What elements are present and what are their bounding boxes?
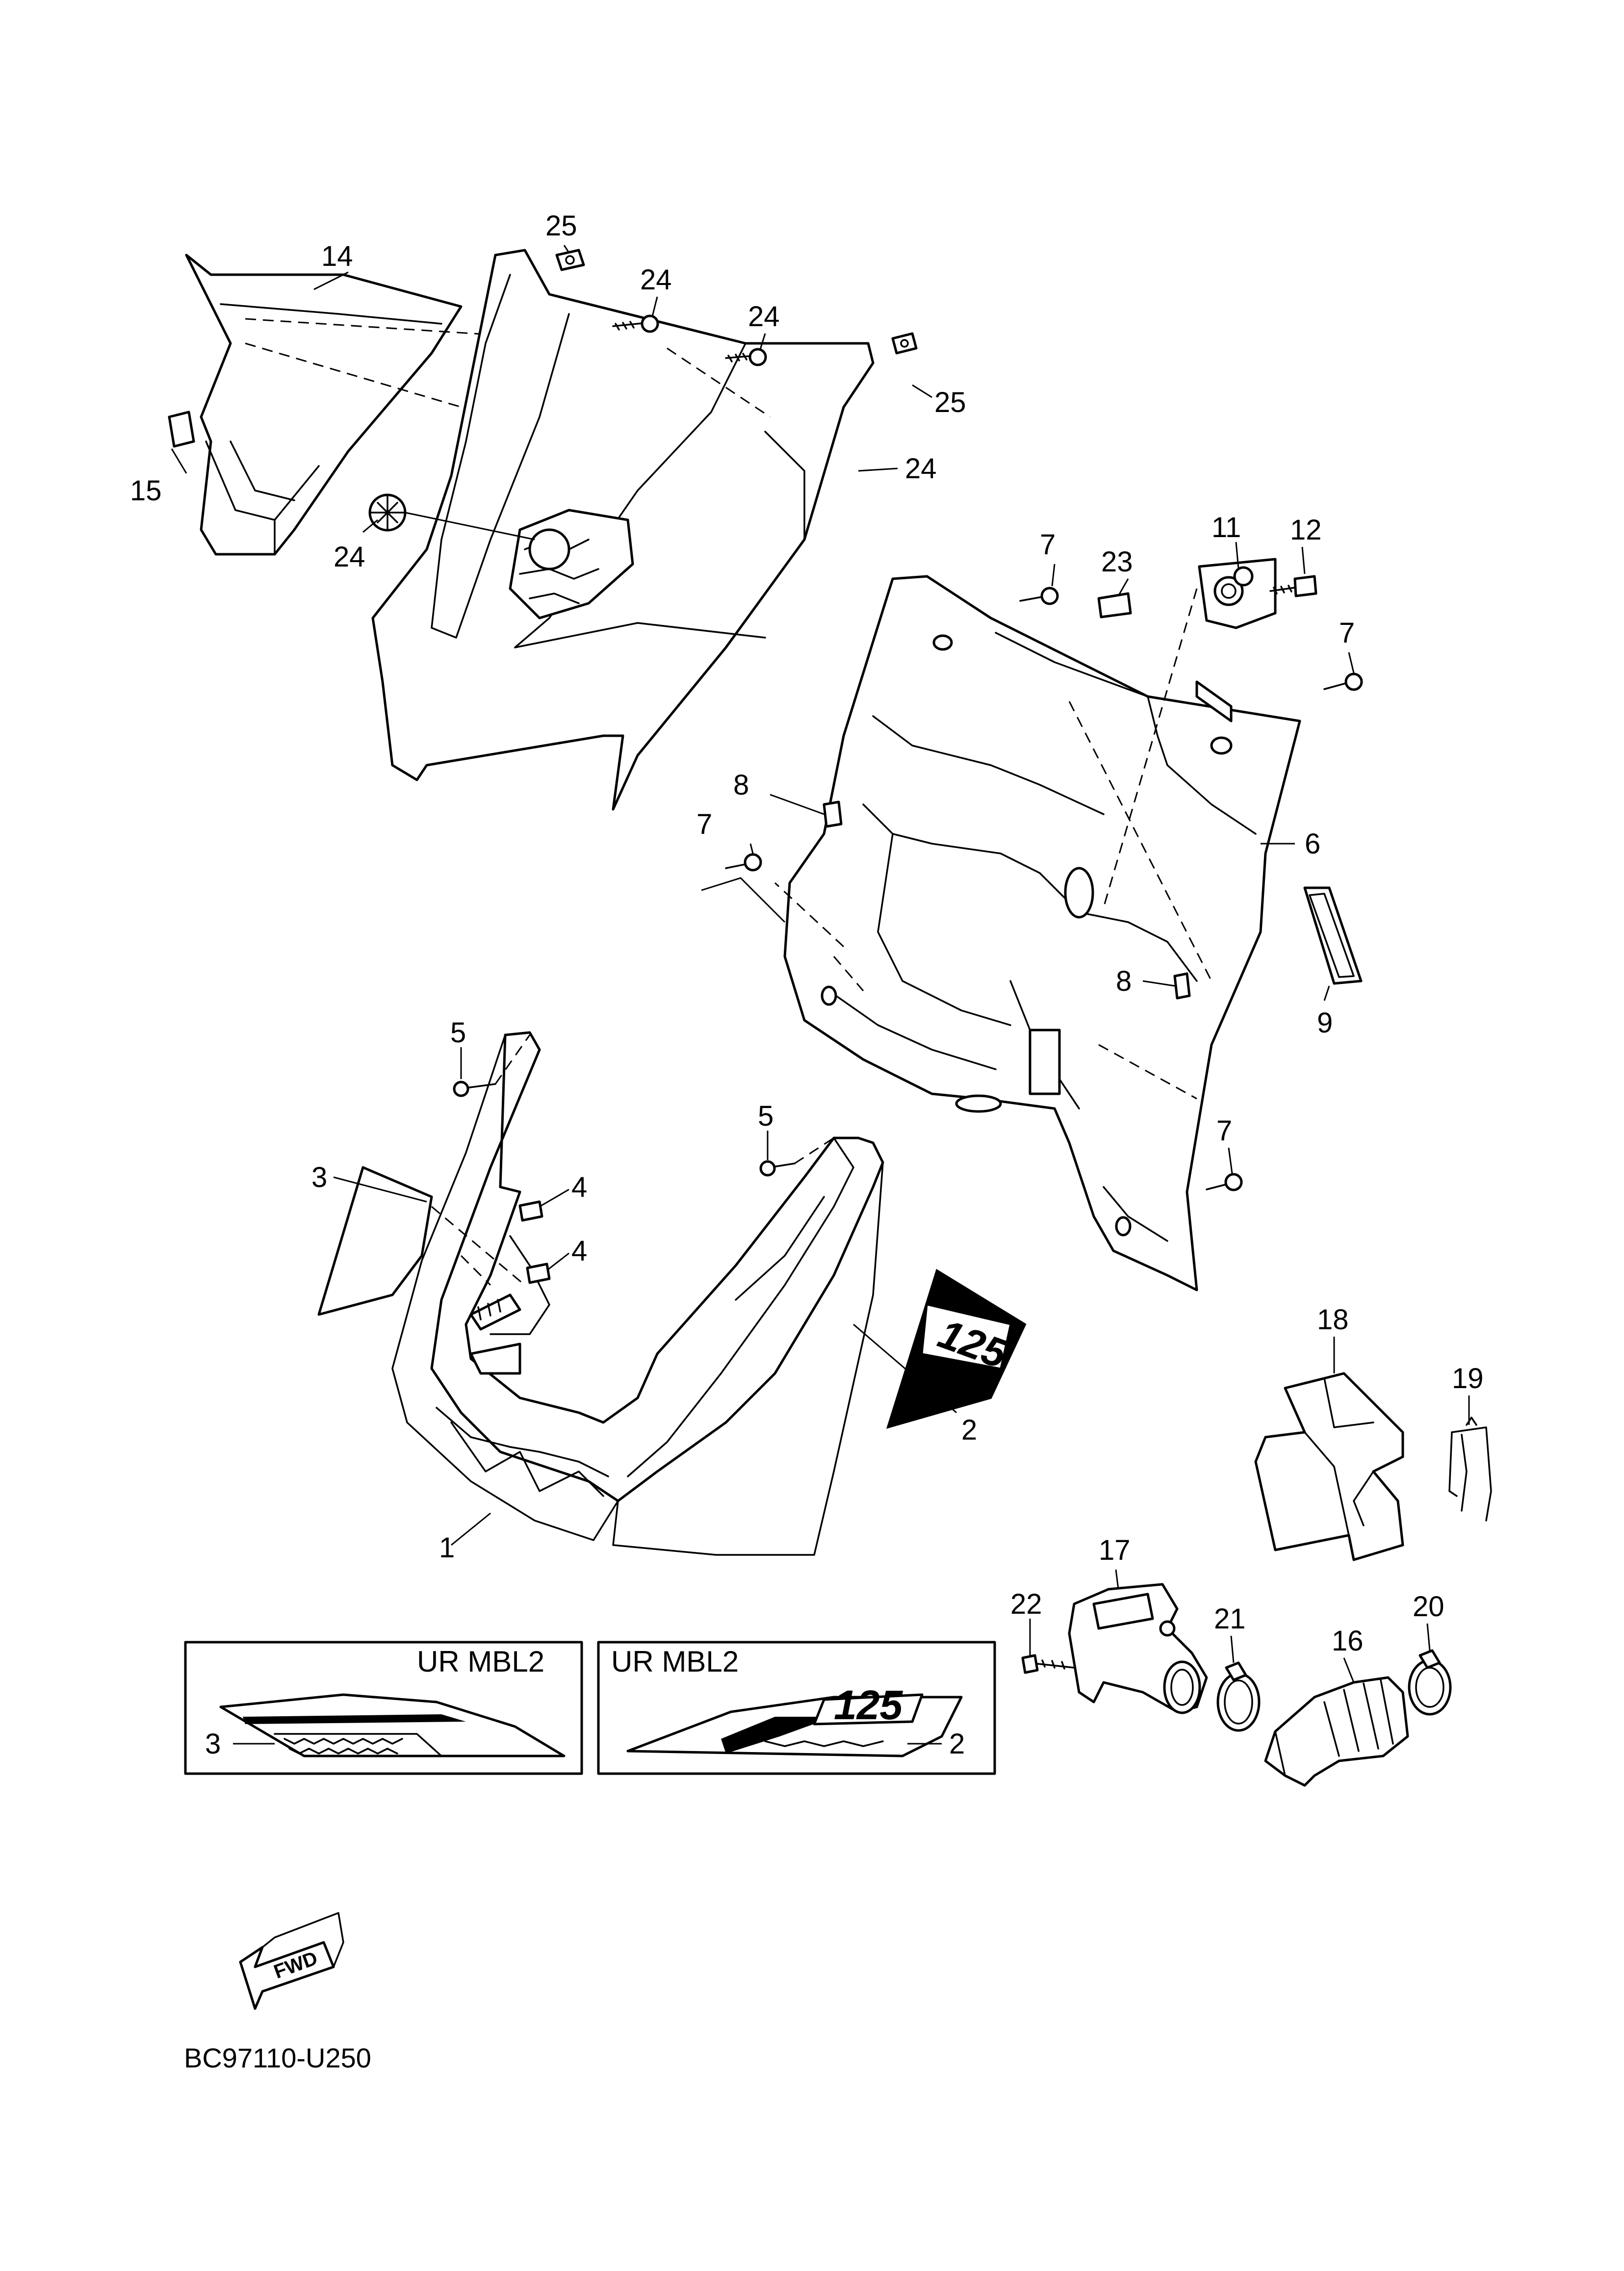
part-21-label	[1097, 592, 1132, 619]
part-4-nut-a	[518, 1200, 543, 1222]
callout-3: 3	[311, 1161, 327, 1193]
part-2-decal: 125	[886, 1268, 1027, 1429]
color-box-left-code: UR MBL2	[417, 1645, 544, 1678]
part-18-clamp	[1408, 1649, 1452, 1716]
part-1-leg-shield	[391, 1031, 884, 1556]
diagram-code: BC97110-U250	[184, 2042, 371, 2073]
callout-22: 24	[905, 453, 937, 485]
color-box-right-callout: 2	[949, 1728, 965, 1760]
part-14-hose	[1264, 1676, 1409, 1787]
part-8-nut-b	[1173, 972, 1191, 1000]
callout-9: 9	[1317, 1007, 1333, 1039]
part-25-clip-b	[891, 332, 918, 355]
part-7-screw-b	[1323, 672, 1363, 691]
callout-7-a: 7	[1040, 529, 1056, 561]
callout-4-b: 4	[571, 1235, 587, 1267]
callout-17: 19	[1452, 1363, 1484, 1394]
color-box-left-callout: 3	[205, 1728, 221, 1760]
callout-5-b: 5	[758, 1100, 773, 1132]
callout-1: 1	[439, 1532, 455, 1564]
callout-18: 20	[1413, 1591, 1444, 1623]
callout-leaders	[171, 245, 1470, 1683]
callout-24-a: 24	[640, 264, 672, 296]
callout-4-a: 4	[571, 1171, 587, 1203]
callout-8-a: 8	[733, 769, 749, 801]
fwd-arrow: FWD	[239, 1912, 344, 2010]
part-15-joint	[1068, 1583, 1208, 1714]
part-5-screw-a	[453, 1034, 531, 1097]
callout-25-b: 25	[934, 387, 966, 418]
callout-23: 24	[334, 541, 365, 573]
callout-5-a: 5	[450, 1017, 466, 1049]
part-7-screw-a	[1019, 587, 1059, 605]
callout-6: 6	[1305, 828, 1320, 860]
callout-2: 2	[961, 1414, 977, 1446]
part-10-bracket	[1198, 558, 1277, 629]
part-19-clamp	[1216, 1661, 1261, 1732]
part-6-leg-shield	[774, 575, 1301, 1291]
part-17-wire-clip	[1448, 1417, 1492, 1522]
callout-21: 23	[1101, 546, 1133, 578]
callout-20: 22	[1010, 1588, 1042, 1620]
callout-16: 18	[1317, 1304, 1349, 1336]
part-7-screw-d	[1206, 1173, 1243, 1191]
callout-19: 21	[1214, 1603, 1246, 1635]
callout-10: 11	[1212, 512, 1241, 543]
callout-13: 15	[130, 475, 162, 507]
part-8-nut-a	[823, 800, 843, 828]
part-23-emblem	[368, 493, 535, 541]
part-3-panel	[317, 1166, 433, 1316]
callout-14: 16	[1332, 1625, 1364, 1657]
part-1-clip-tabs	[469, 1293, 521, 1375]
color-box-right: 125	[597, 1641, 996, 1775]
part-4-nut-b	[526, 1263, 551, 1284]
part-24-screw-b	[725, 348, 767, 366]
callout-15: 17	[1099, 1534, 1131, 1566]
box-decal-125-text: 125	[834, 1682, 903, 1728]
callout-24-b: 24	[748, 301, 780, 333]
callout-7-b: 7	[1339, 617, 1355, 649]
callout-25-a: 25	[545, 210, 577, 242]
part-5-screw-b	[759, 1137, 834, 1177]
part-20-bolt	[1021, 1654, 1075, 1674]
part-9-seal	[1303, 886, 1363, 985]
part-13-label	[168, 411, 195, 448]
part-24-screw-a	[612, 314, 659, 333]
callout-7-d: 7	[1216, 1115, 1232, 1147]
callout-8-b: 8	[1116, 965, 1132, 997]
callout-7-c: 7	[696, 808, 712, 840]
color-box-right-code: UR MBL2	[611, 1645, 739, 1678]
part-16-bracket	[1254, 1372, 1404, 1561]
part-25-clip-a	[555, 249, 585, 271]
part-22-cover	[371, 249, 875, 811]
callout-12: 14	[321, 240, 353, 272]
part-11-bolt	[1269, 575, 1317, 597]
callout-11: 12	[1290, 514, 1322, 546]
part-7-screw-c	[701, 853, 786, 923]
color-box-left	[184, 1641, 583, 1775]
